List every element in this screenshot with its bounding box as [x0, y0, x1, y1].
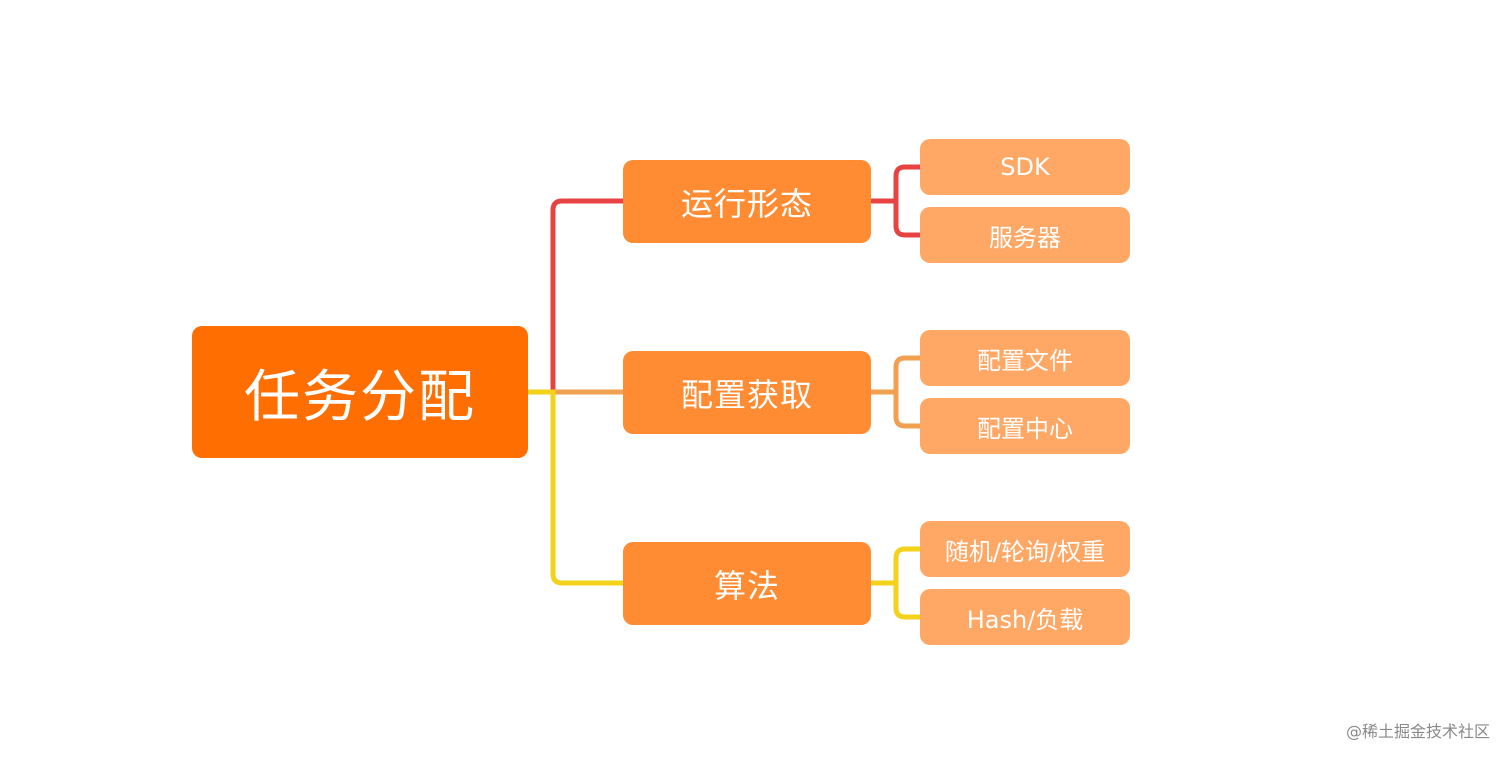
- leaf-node-config-center[interactable]: 配置中心: [920, 398, 1130, 454]
- connector-root-to-algorithm: [528, 389, 623, 586]
- leaf-node-random-polling-weight[interactable]: 随机/轮询/权重: [920, 521, 1130, 577]
- connector-algorithm-to-hash: [893, 583, 920, 620]
- branch-node-algorithm[interactable]: 算法: [623, 542, 871, 625]
- leaf-node-server[interactable]: 服务器: [920, 207, 1130, 263]
- leaf-node-label: 配置中心: [977, 414, 1073, 443]
- leaf-node-config-file[interactable]: 配置文件: [920, 330, 1130, 386]
- watermark: @稀土掘金技术社区: [1345, 722, 1490, 741]
- branch-node-runtime[interactable]: 运行形态: [623, 160, 871, 243]
- root-node-label: 任务分配: [244, 364, 476, 430]
- connector-algorithm-to-random: [871, 546, 920, 586]
- connector-config-to-center: [893, 392, 920, 429]
- connector-config-to-file: [871, 355, 920, 395]
- root-node[interactable]: 任务分配: [192, 326, 528, 458]
- connector-root-to-runtime: [528, 198, 623, 395]
- leaf-node-label: 服务器: [989, 223, 1061, 252]
- branch-node-label: 算法: [713, 566, 780, 605]
- leaf-node-hash-load[interactable]: Hash/负载: [920, 589, 1130, 645]
- connector-runtime-to-server: [893, 201, 920, 238]
- leaf-node-sdk[interactable]: SDK: [920, 139, 1130, 195]
- branch-node-config[interactable]: 配置获取: [623, 351, 871, 434]
- branch-node-label: 配置获取: [680, 375, 813, 414]
- leaf-node-label: 随机/轮询/权重: [944, 537, 1106, 566]
- leaf-node-label: SDK: [1000, 153, 1050, 181]
- leaf-node-label: 配置文件: [977, 346, 1073, 375]
- connector-runtime-to-sdk: [871, 164, 920, 204]
- branch-node-label: 运行形态: [680, 184, 813, 223]
- leaf-node-label: Hash/负载: [966, 605, 1084, 634]
